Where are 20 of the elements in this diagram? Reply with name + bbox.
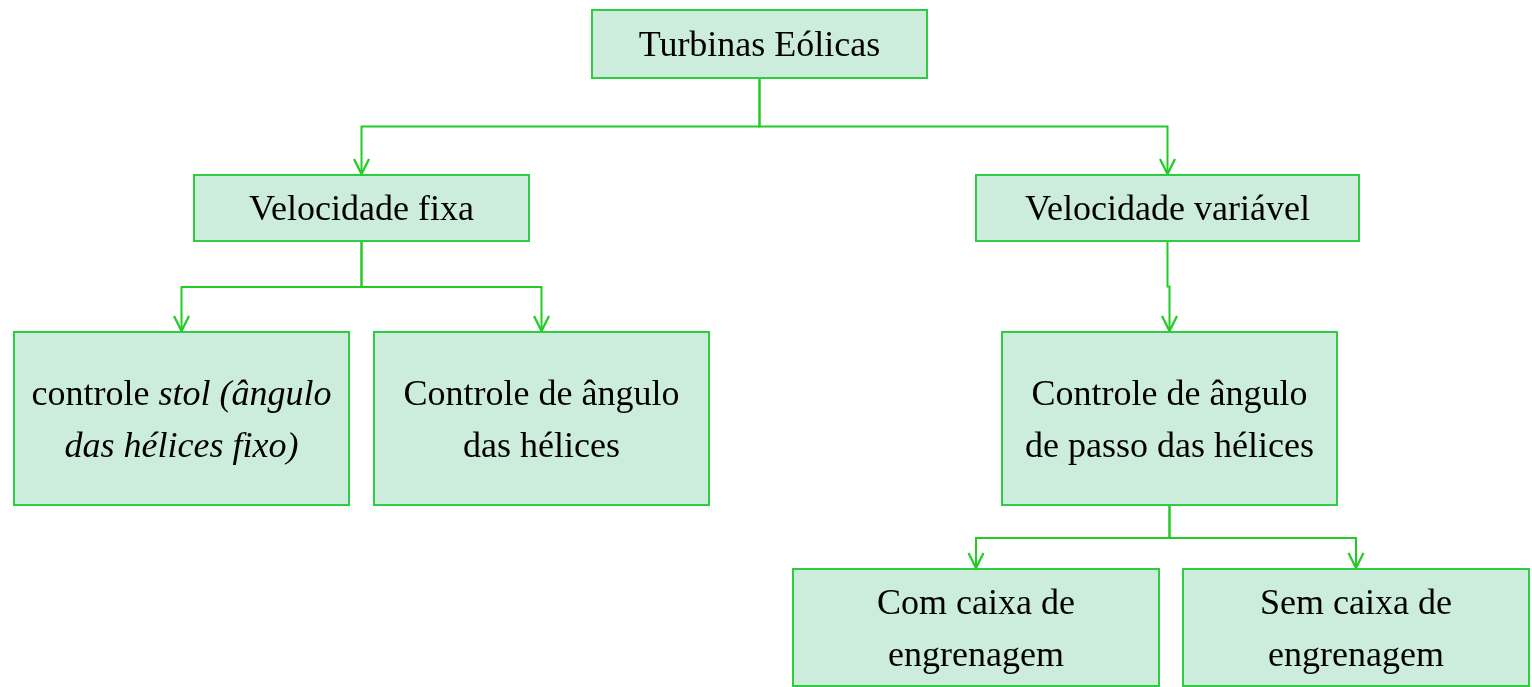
process-box	[975, 174, 1360, 242]
box-label: Velocidade variável	[1025, 187, 1310, 230]
process-box	[1182, 568, 1530, 687]
arrow	[1160, 241, 1179, 333]
process-box	[13, 331, 350, 506]
box-label: Controle de ângulo de passo das hélices	[1024, 371, 1315, 467]
box-label: Com caixa de engrenagem	[876, 580, 1076, 676]
process-box	[193, 174, 530, 242]
process-box	[591, 9, 928, 79]
arrow	[1168, 505, 1365, 570]
process-box	[792, 568, 1160, 687]
arrow	[360, 241, 551, 333]
process-box	[373, 331, 710, 506]
box-label: Velocidade fixa	[249, 187, 474, 230]
box-label: controle stol (ângulo das hélices fixo)	[30, 371, 333, 467]
box-label: Controle de ângulo das hélices	[402, 371, 681, 467]
arrow	[758, 78, 1177, 176]
box-label: Sem caixa de engrenagem	[1259, 580, 1453, 676]
box-label: Turbinas Eólicas	[638, 23, 881, 66]
process-box	[1001, 331, 1338, 506]
